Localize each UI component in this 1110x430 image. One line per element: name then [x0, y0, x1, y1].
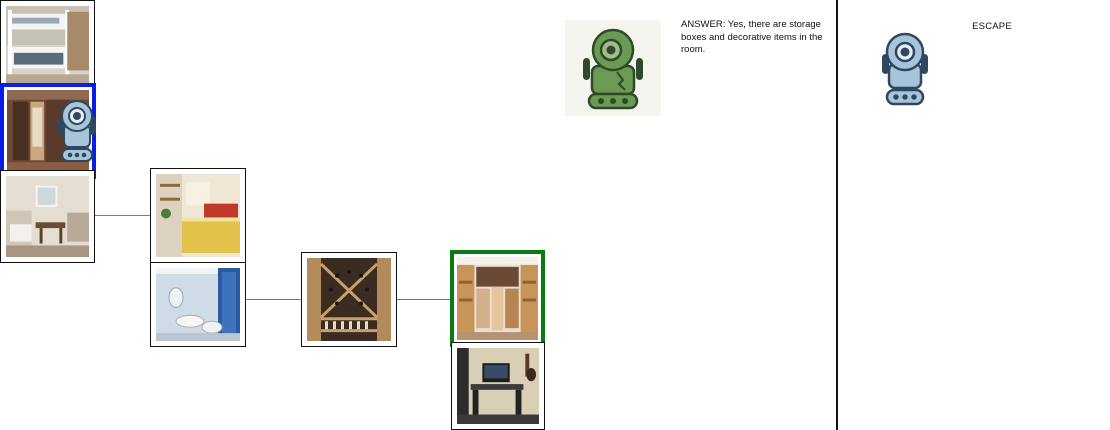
room-node-yellow-bedroom[interactable] — [150, 168, 246, 263]
escape-robot-icon[interactable] — [873, 30, 937, 108]
room-node-dining[interactable] — [0, 170, 95, 263]
answer-robot-card — [565, 20, 661, 116]
room-node-wine-cellar[interactable] — [301, 252, 397, 347]
graph-edge — [396, 299, 451, 300]
room-image-dining — [6, 176, 89, 257]
room-image-yellow-bedroom — [156, 174, 240, 257]
room-node-music-studio[interactable] — [451, 342, 545, 430]
answer-text: ANSWER: Yes, there are storage boxes and… — [681, 19, 823, 55]
agent-robot-icon — [50, 97, 104, 165]
panel-divider — [836, 0, 838, 430]
escape-label: ESCAPE — [972, 21, 1012, 32]
room-image-closet — [457, 257, 538, 340]
room-node-bathroom[interactable] — [150, 262, 246, 347]
room-image-bathroom — [156, 268, 240, 341]
room-image-wine-cellar — [307, 258, 391, 341]
room-image-bunk-bed — [6, 6, 89, 88]
graph-edge — [95, 215, 151, 216]
room-node-closet[interactable] — [450, 250, 545, 347]
room-node-bunk-bed[interactable] — [0, 0, 95, 94]
graph-edge — [246, 299, 302, 300]
room-image-music-studio — [457, 348, 539, 424]
green-robot-icon — [583, 28, 643, 110]
